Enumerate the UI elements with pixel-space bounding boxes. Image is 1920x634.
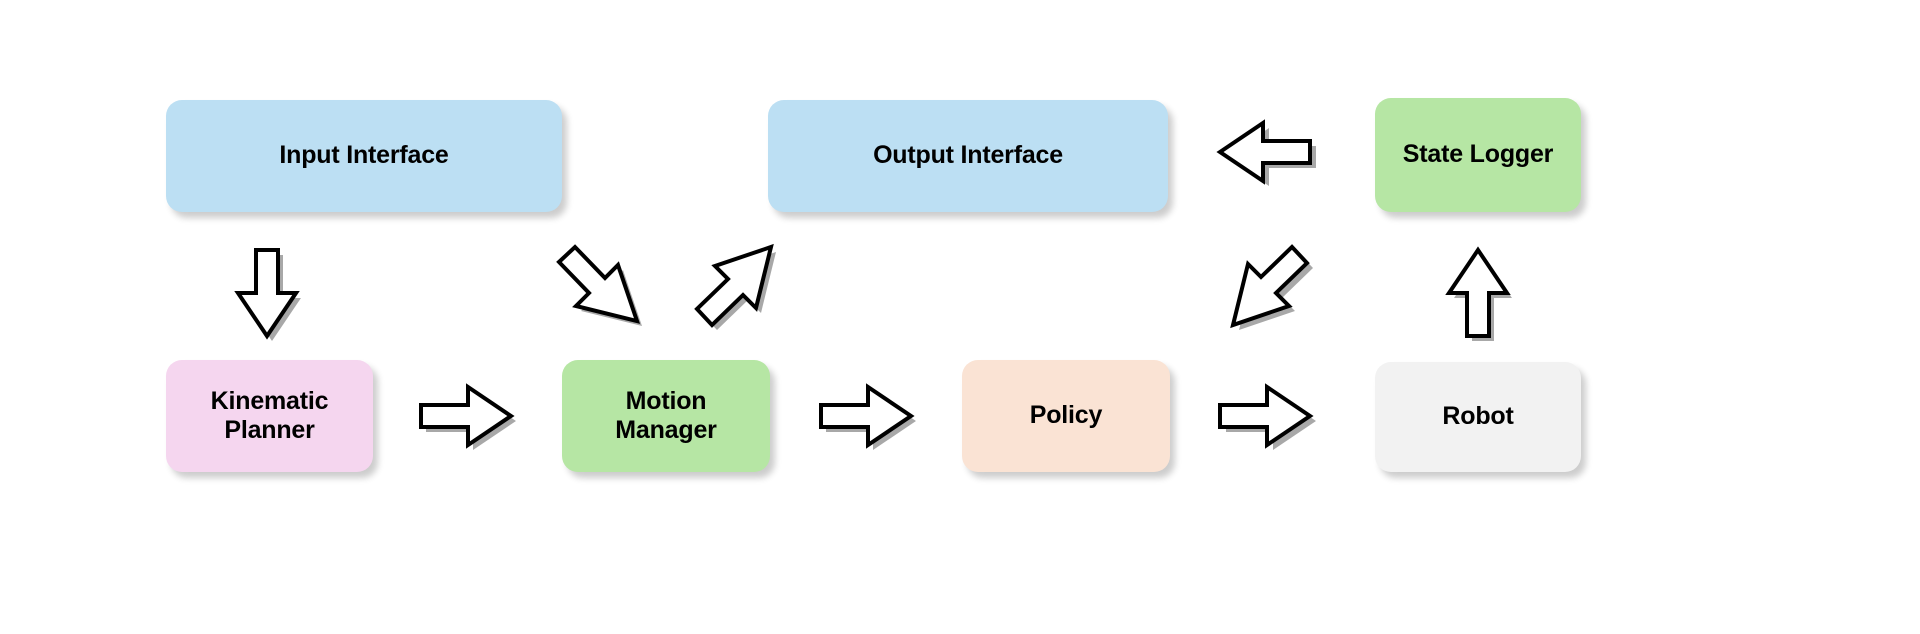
node-state-logger[interactable]: State Logger [1375, 98, 1581, 212]
node-policy[interactable]: Policy [962, 360, 1170, 472]
node-output-interface[interactable]: Output Interface [768, 100, 1168, 212]
node-robot[interactable]: Robot [1375, 362, 1581, 472]
arrow-robot-to-state-logger [1445, 246, 1512, 341]
node-label-state-logger: State Logger [1402, 140, 1554, 169]
arrow-policy-to-robot [1218, 383, 1316, 450]
node-input-interface[interactable]: Input Interface [166, 100, 562, 212]
node-kinematic-planner[interactable]: Kinematic Planner [166, 360, 373, 472]
arrow-kinematic-planner-to-motion-manager [419, 383, 516, 450]
arrow-input-interface-to-motion-manager [556, 244, 642, 326]
arrow-motion-manager-to-policy [819, 383, 916, 450]
node-label-motion-manager: Motion Manager [615, 386, 717, 445]
node-label-kinematic-planner: Kinematic Planner [210, 386, 329, 445]
node-label-robot: Robot [1442, 402, 1514, 431]
node-label-policy: Policy [1029, 401, 1103, 430]
node-motion-manager[interactable]: Motion Manager [562, 360, 770, 472]
arrow-state-logger-to-output-interface [1216, 119, 1316, 186]
node-label-input-interface: Input Interface [279, 141, 449, 170]
node-label-output-interface: Output Interface [873, 141, 1063, 170]
arrow-input-interface-to-kinematic-planner [234, 248, 301, 341]
arrow-output-interface-to-policy [1230, 244, 1313, 330]
arrow-motion-manager-to-output-interface [694, 243, 776, 330]
